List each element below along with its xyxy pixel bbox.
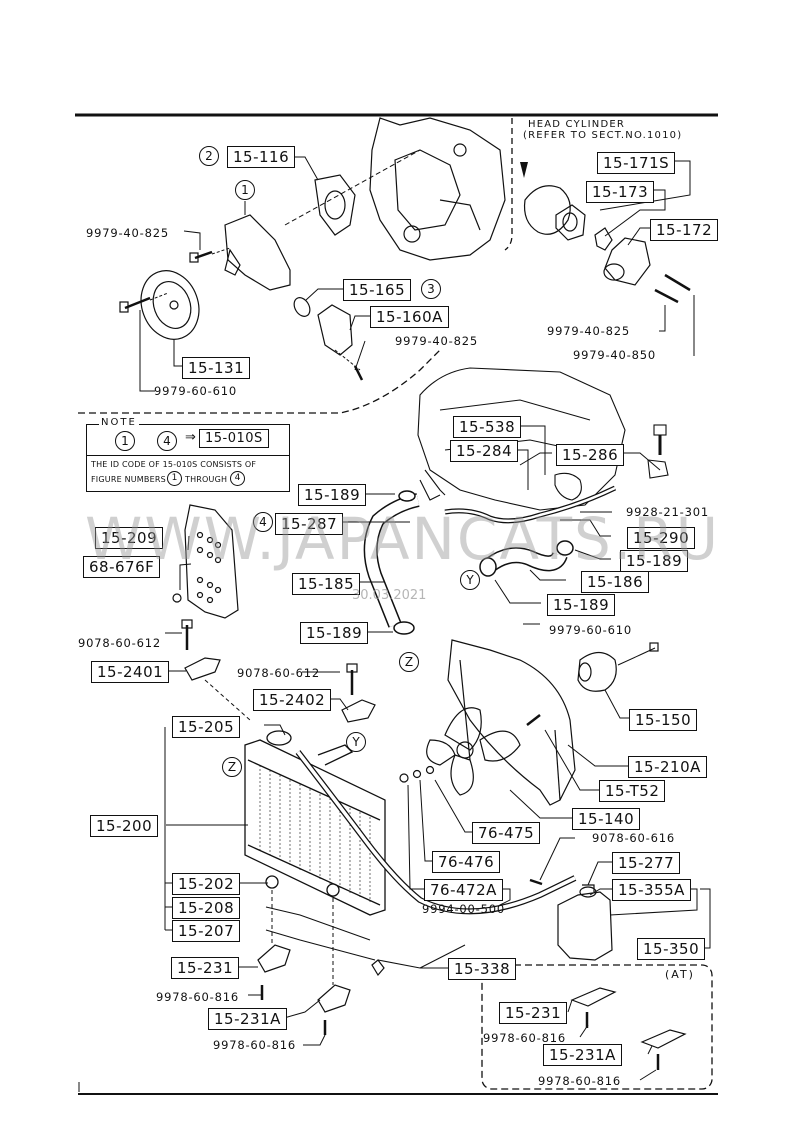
part-label-15-205[interactable]: 15-205 xyxy=(172,716,241,738)
note-line2-through: THROUGH xyxy=(185,475,228,484)
part-label-15-538[interactable]: 15-538 xyxy=(453,416,522,438)
head-cylinder-note-line1: HEAD CYLINDER xyxy=(528,119,626,130)
part-label-15-350[interactable]: 15-350 xyxy=(637,938,706,960)
part-label-76-475[interactable]: 76-475 xyxy=(472,822,541,844)
bolt-label-9978-60-816-mount-2[interactable]: 9978-60-816 xyxy=(213,1038,296,1052)
head-cylinder-region-boundary xyxy=(504,118,513,251)
note-figure-start: 1 xyxy=(115,431,135,451)
bolt-label-9078-60-616[interactable]: 9078-60-616 xyxy=(592,831,675,845)
bolt-label-9994-00-500[interactable]: 9994-00-500 xyxy=(422,902,505,916)
figure-number-4: 4 xyxy=(253,512,273,532)
part-label-15-231[interactable]: 15-231 xyxy=(171,957,240,979)
part-label-15-150[interactable]: 15-150 xyxy=(629,709,698,731)
note-kit-code: 15-010S xyxy=(199,429,269,448)
part-label-15-160A[interactable]: 15-160A xyxy=(370,306,449,328)
at-region-boundary xyxy=(481,964,713,1090)
bolt-label-9078-60-612-left[interactable]: 9078-60-612 xyxy=(78,636,161,650)
bolt-label-9979-40-850-thermostat[interactable]: 9979-40-850 xyxy=(573,348,656,362)
part-label-15-116[interactable]: 15-116 xyxy=(227,146,296,168)
part-label-15-290[interactable]: 15-290 xyxy=(627,527,696,549)
reference-y-upper: Y xyxy=(460,570,480,590)
part-label-15-202[interactable]: 15-202 xyxy=(172,873,241,895)
part-label-15-2401[interactable]: 15-2401 xyxy=(91,661,170,683)
part-label-15-140[interactable]: 15-140 xyxy=(572,808,641,830)
part-label-15-286[interactable]: 15-286 xyxy=(556,444,625,466)
part-label-15-209[interactable]: 15-209 xyxy=(95,527,164,549)
part-label-15-2402[interactable]: 15-2402 xyxy=(253,689,332,711)
head-cylinder-arrow xyxy=(520,162,528,178)
part-label-15-277[interactable]: 15-277 xyxy=(612,852,681,874)
part-label-76-472A[interactable]: 76-472A xyxy=(424,879,503,901)
part-label-15-171S[interactable]: 15-171S xyxy=(597,152,676,174)
part-label-15-131[interactable]: 15-131 xyxy=(182,357,251,379)
bolt-label-9978-60-816-at-2[interactable]: 9978-60-816 xyxy=(538,1074,621,1088)
part-label-15-189-right[interactable]: 15-189 xyxy=(620,550,689,572)
reference-y-lower: Y xyxy=(346,732,366,752)
cylinder-head-drawing xyxy=(417,367,669,511)
note-box: NOTE 1 4 ⇒ 15-010S THE ID CODE OF 15-010… xyxy=(86,417,290,492)
automatic-transmission-label: (AT) xyxy=(665,968,695,981)
part-label-15-287[interactable]: 15-287 xyxy=(275,513,344,535)
part-label-15-231A-at[interactable]: 15-231A xyxy=(543,1044,622,1066)
bolt-label-9979-40-825-inlet[interactable]: 9979-40-825 xyxy=(395,334,478,348)
radiator-bracket-drawing xyxy=(181,619,376,723)
hose-clamp-drawing xyxy=(393,621,415,635)
part-label-15-284[interactable]: 15-284 xyxy=(450,440,519,462)
part-label-15-165[interactable]: 15-165 xyxy=(343,279,412,301)
bolt-label-9979-40-825-pump[interactable]: 9979-40-825 xyxy=(86,226,169,240)
part-label-15-207[interactable]: 15-207 xyxy=(172,920,241,942)
part-label-76-476[interactable]: 76-476 xyxy=(432,851,501,873)
part-label-15-200[interactable]: 15-200 xyxy=(90,815,159,837)
figure-number-2: 2 xyxy=(199,146,219,166)
bolt-label-9979-60-610-pulley[interactable]: 9979-60-610 xyxy=(154,384,237,398)
part-label-15-208[interactable]: 15-208 xyxy=(172,897,241,919)
note-line2: FIGURE NUMBERS xyxy=(91,475,166,484)
part-label-15-355A[interactable]: 15-355A xyxy=(612,879,691,901)
bolt-label-9978-60-816-at-1[interactable]: 9978-60-816 xyxy=(483,1031,566,1045)
water-pump-region-boundary xyxy=(78,349,441,414)
note-title: NOTE xyxy=(99,417,139,428)
figure-number-3: 3 xyxy=(421,279,441,299)
part-label-15-231-at[interactable]: 15-231 xyxy=(499,1002,568,1024)
note-line2-figure-from: 1 xyxy=(167,471,182,486)
at-bracket-drawing xyxy=(570,987,687,1070)
part-label-68-676F[interactable]: 68-676F xyxy=(83,556,161,578)
part-label-15-189-hose[interactable]: 15-189 xyxy=(300,622,369,644)
inlet-pipe-drawing xyxy=(293,297,364,381)
leader-lines xyxy=(139,156,711,1081)
reference-z-lower: Z xyxy=(222,757,242,777)
figure-number-1: 1 xyxy=(235,180,255,200)
radiator-drawing xyxy=(244,730,386,916)
coolant-reservoir-drawing xyxy=(529,878,613,961)
bolt-label-9979-40-825-thermostat[interactable]: 9979-40-825 xyxy=(547,324,630,338)
part-label-15-172[interactable]: 15-172 xyxy=(650,219,719,241)
bolt-label-9078-60-612-right[interactable]: 9078-60-612 xyxy=(237,666,320,680)
part-label-15-231A[interactable]: 15-231A xyxy=(208,1008,287,1030)
part-label-15-T52[interactable]: 15-T52 xyxy=(599,780,666,802)
engine-block-drawing xyxy=(369,117,506,261)
bolt-label-9928-21-301[interactable]: 9928-21-301 xyxy=(626,505,709,519)
note-line1: THE ID CODE OF 15-010S CONSISTS OF xyxy=(91,460,257,469)
heat-shield-drawing xyxy=(172,504,239,619)
radiator-mount-drawing xyxy=(257,944,385,1035)
note-line2-figure-to: 4 xyxy=(230,471,245,486)
head-cylinder-note-line2: (REFER TO SECT.NO.1010) xyxy=(523,130,683,141)
bolt-label-9978-60-816-mount-1[interactable]: 9978-60-816 xyxy=(156,990,239,1004)
note-figure-end: 4 xyxy=(157,431,177,451)
cooling-fan-drawing xyxy=(399,639,659,806)
thermostat-drawing xyxy=(523,185,691,304)
part-label-15-173[interactable]: 15-173 xyxy=(586,181,655,203)
reference-z-upper: Z xyxy=(399,652,419,672)
part-label-15-338[interactable]: 15-338 xyxy=(448,958,517,980)
note-arrow: ⇒ xyxy=(185,430,196,445)
part-label-15-186[interactable]: 15-186 xyxy=(581,571,650,593)
part-label-15-210A[interactable]: 15-210A xyxy=(628,756,707,778)
bolt-label-9979-60-610-shroud[interactable]: 9979-60-610 xyxy=(549,623,632,637)
part-label-15-189-lower[interactable]: 15-189 xyxy=(547,594,616,616)
water-pump-drawing xyxy=(119,174,356,340)
part-label-15-185[interactable]: 15-185 xyxy=(292,573,361,595)
part-label-15-189-upper-left[interactable]: 15-189 xyxy=(298,484,367,506)
